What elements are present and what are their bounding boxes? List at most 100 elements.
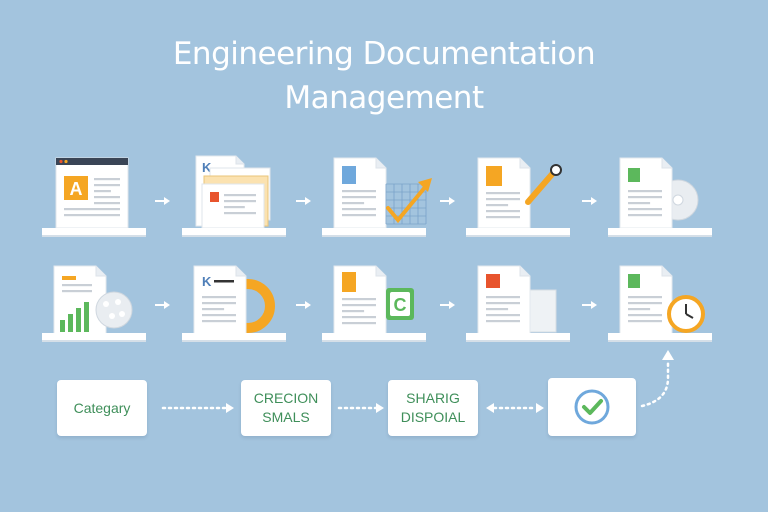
disc-spot bbox=[119, 311, 125, 317]
text-line bbox=[628, 296, 662, 299]
text-line bbox=[342, 304, 376, 307]
text-line bbox=[628, 320, 662, 323]
title-line-2: Management bbox=[284, 80, 484, 116]
shelf-shadow bbox=[42, 340, 146, 342]
title-line-1: Engineering Documentation bbox=[172, 36, 596, 72]
arrow-head bbox=[449, 197, 455, 205]
page-fold bbox=[661, 266, 672, 277]
browser-dot bbox=[64, 159, 68, 164]
arrow-head bbox=[305, 197, 311, 205]
flow-arrow bbox=[155, 197, 170, 205]
text-line bbox=[342, 310, 365, 313]
disc-spot bbox=[115, 299, 121, 305]
letter-c: C bbox=[394, 295, 407, 315]
flow-arrow bbox=[440, 197, 455, 205]
text-line bbox=[94, 196, 120, 199]
red-tab bbox=[486, 274, 500, 288]
arrow-head bbox=[536, 403, 544, 413]
disc-hole bbox=[672, 194, 684, 206]
page-fold bbox=[375, 266, 386, 277]
text-line bbox=[202, 302, 236, 305]
text-line bbox=[342, 196, 376, 199]
shelf-shadow bbox=[608, 235, 712, 237]
text-line bbox=[628, 314, 662, 317]
flow-arrow bbox=[582, 197, 597, 205]
creation-label-line-2: SMALS bbox=[262, 409, 310, 425]
text-line bbox=[486, 204, 509, 207]
c-badge-inner bbox=[390, 292, 410, 316]
shelf bbox=[608, 333, 712, 340]
text-line bbox=[94, 190, 111, 193]
text-line bbox=[62, 284, 92, 287]
page-fold bbox=[235, 266, 246, 277]
orange-line bbox=[62, 276, 76, 280]
page-fold bbox=[519, 158, 530, 169]
document-donut-icon: K bbox=[182, 265, 286, 342]
text-line bbox=[64, 214, 120, 217]
page-sheet bbox=[193, 265, 247, 337]
text-line bbox=[628, 202, 651, 205]
page-fold bbox=[519, 266, 530, 277]
category-box: Categary bbox=[57, 380, 147, 436]
bar bbox=[60, 320, 65, 332]
dotted-connectors bbox=[161, 350, 674, 413]
text-line bbox=[486, 308, 509, 311]
creation-label-line-1: CRECION bbox=[253, 390, 319, 406]
text-line bbox=[628, 196, 662, 199]
shelf bbox=[182, 333, 286, 340]
arrow-head bbox=[164, 301, 170, 309]
bar bbox=[84, 302, 89, 332]
browser-dot bbox=[59, 159, 63, 164]
document-stack-icon bbox=[466, 265, 570, 342]
page-fold bbox=[95, 266, 106, 277]
shelf bbox=[182, 228, 286, 235]
shelf bbox=[608, 228, 712, 235]
page-fold bbox=[661, 158, 672, 169]
arrow-head bbox=[164, 197, 170, 205]
text-line bbox=[486, 314, 520, 317]
pen-cap bbox=[550, 164, 562, 176]
shelf-shadow bbox=[42, 235, 146, 237]
arrow-head bbox=[226, 403, 234, 413]
text-line bbox=[628, 190, 662, 193]
page-fold bbox=[235, 156, 244, 165]
text-line bbox=[202, 296, 236, 299]
letter-k: K bbox=[202, 274, 212, 289]
text-line bbox=[94, 202, 120, 205]
text-line bbox=[342, 208, 376, 211]
text-line bbox=[486, 198, 520, 201]
text-line bbox=[486, 192, 520, 195]
arrow-head bbox=[486, 403, 494, 413]
flow-arrow bbox=[440, 301, 455, 309]
arrow-head bbox=[591, 197, 597, 205]
folder-tag bbox=[210, 192, 219, 202]
disc-spot bbox=[109, 313, 115, 319]
text-line bbox=[94, 178, 120, 181]
trend-arrow bbox=[386, 184, 428, 224]
text-line bbox=[342, 214, 376, 217]
connector-check-up bbox=[640, 358, 670, 408]
blue-tab bbox=[342, 166, 356, 184]
letter-k: K bbox=[202, 160, 212, 175]
title-bar bbox=[214, 280, 234, 283]
shelf bbox=[322, 228, 426, 235]
green-tab bbox=[628, 274, 640, 288]
pen-body bbox=[525, 169, 557, 205]
sharing-label-line-1: SHARIG bbox=[406, 390, 460, 406]
document-disc-icon bbox=[608, 157, 712, 237]
text-line bbox=[342, 190, 376, 193]
creation-box: CRECION SMALS bbox=[241, 380, 331, 436]
shelf bbox=[42, 333, 146, 340]
orange-tab bbox=[342, 272, 356, 292]
category-label: Categary bbox=[73, 399, 131, 416]
orange-tab bbox=[486, 166, 502, 186]
shelf bbox=[466, 228, 570, 235]
check-box bbox=[548, 378, 636, 436]
page-fold bbox=[375, 158, 386, 169]
text-line bbox=[628, 214, 662, 217]
shelf-shadow bbox=[466, 340, 570, 342]
text-line bbox=[342, 316, 376, 319]
text-line bbox=[486, 296, 520, 299]
